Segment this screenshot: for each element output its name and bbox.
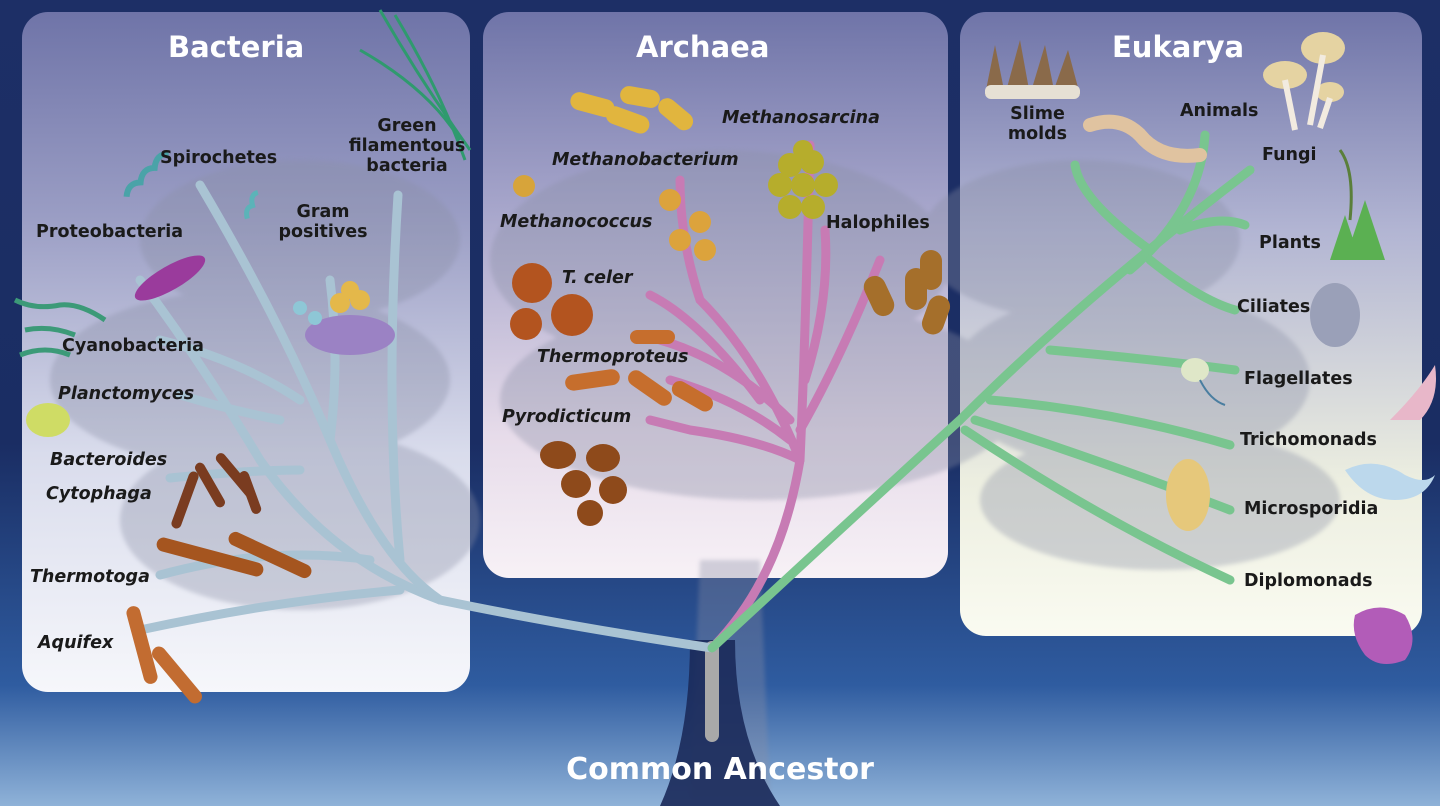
thermotoga-rods-icon <box>156 531 312 579</box>
label-slime-molds: Slime molds <box>995 104 1080 144</box>
label-aquifex: Aquifex <box>38 633 114 653</box>
spirochete-coil-icon <box>123 150 169 198</box>
archaea-illustrations <box>510 86 951 526</box>
label-green-filamentous-bacteria: Green filamentous bacteria <box>342 116 472 176</box>
label-pyrodicticum: Pyrodicticum <box>502 407 632 427</box>
label-plants: Plants <box>1259 233 1321 253</box>
flagellate-cell-icon <box>1181 358 1209 382</box>
slime-mold-icon <box>985 40 1080 99</box>
label-methanobacterium: Methanobacterium <box>552 150 739 170</box>
animal-worm-icon <box>1083 114 1207 163</box>
bacteria-branches <box>135 180 717 653</box>
label-line: positives <box>278 222 368 243</box>
label-flagellates: Flagellates <box>1244 369 1353 389</box>
label-animals: Animals <box>1180 101 1259 121</box>
proteobacteria-cell-icon <box>134 255 206 301</box>
label-cytophaga: Cytophaga <box>46 484 152 504</box>
eukarya-illustrations <box>985 32 1436 664</box>
label-proteobacteria: Proteobacteria <box>36 222 184 242</box>
label-gram-positives: Gram positives <box>268 202 378 242</box>
planctomyces-cell-icon <box>26 403 70 437</box>
spirochete-small-icon <box>244 189 259 220</box>
flagellate-large-icon <box>1390 365 1436 420</box>
common-ancestor-label: Common Ancestor <box>566 752 874 787</box>
label-line: bacteria <box>366 156 448 177</box>
label-line: filamentous <box>348 136 466 157</box>
cyanobacteria-filament-icon <box>13 297 107 358</box>
ciliate-cell-icon <box>1310 283 1360 347</box>
label-line: Green <box>377 116 437 136</box>
green-filaments-icon <box>359 9 472 161</box>
plant-moss-icon <box>1330 149 1385 260</box>
methanosarcina-cluster-icon <box>768 140 838 219</box>
trichomonad-cell-icon <box>1345 463 1435 500</box>
eukarya-title: Eukarya <box>1112 30 1245 64</box>
pyrodicticum-cells-icon <box>540 441 627 526</box>
bacteria-illustrations <box>13 9 472 704</box>
label-methanococcus: Methanococcus <box>500 212 653 232</box>
label-thermotoga: Thermotoga <box>30 567 150 587</box>
label-t-celer: T. celer <box>562 268 633 288</box>
archaea-branches <box>645 140 885 653</box>
archaea-title: Archaea <box>636 30 770 64</box>
label-line: Slime <box>1010 104 1065 124</box>
mushroom-icon <box>1263 32 1345 131</box>
label-diplomonads: Diplomonads <box>1244 571 1373 591</box>
label-fungi: Fungi <box>1262 145 1317 165</box>
label-ciliates: Ciliates <box>1237 297 1311 317</box>
diplomonad-cell-icon <box>1353 607 1413 664</box>
label-bacteroides: Bacteroides <box>50 450 168 470</box>
bacteria-title: Bacteria <box>168 30 305 64</box>
microsporidia-cell-icon <box>1166 459 1210 531</box>
label-line: molds <box>1007 124 1068 145</box>
thermoproteus-rods-icon <box>565 330 713 412</box>
label-thermoproteus: Thermoproteus <box>537 347 689 367</box>
aquifex-rods-icon <box>126 606 202 704</box>
label-trichomonads: Trichomonads <box>1240 430 1377 450</box>
label-planctomyces: Planctomyces <box>58 384 195 404</box>
label-spirochetes: Spirochetes <box>160 148 278 168</box>
bacteroides-rods-icon <box>171 453 262 529</box>
gram-positive-cell-icon <box>305 315 395 355</box>
halophile-rods-icon <box>863 250 951 335</box>
label-halophiles: Halophiles <box>826 213 930 233</box>
trunk-base <box>660 640 780 806</box>
methanococcus-cell-icon <box>513 175 535 197</box>
label-microsporidia: Microsporidia <box>1244 499 1379 519</box>
label-methanosarcina: Methanosarcina <box>722 108 880 128</box>
methanobacterium-rods-icon <box>570 86 694 134</box>
label-cyanobacteria: Cyanobacteria <box>62 336 204 356</box>
t-celer-cells-icon <box>510 263 593 340</box>
label-line: Gram <box>296 202 350 222</box>
